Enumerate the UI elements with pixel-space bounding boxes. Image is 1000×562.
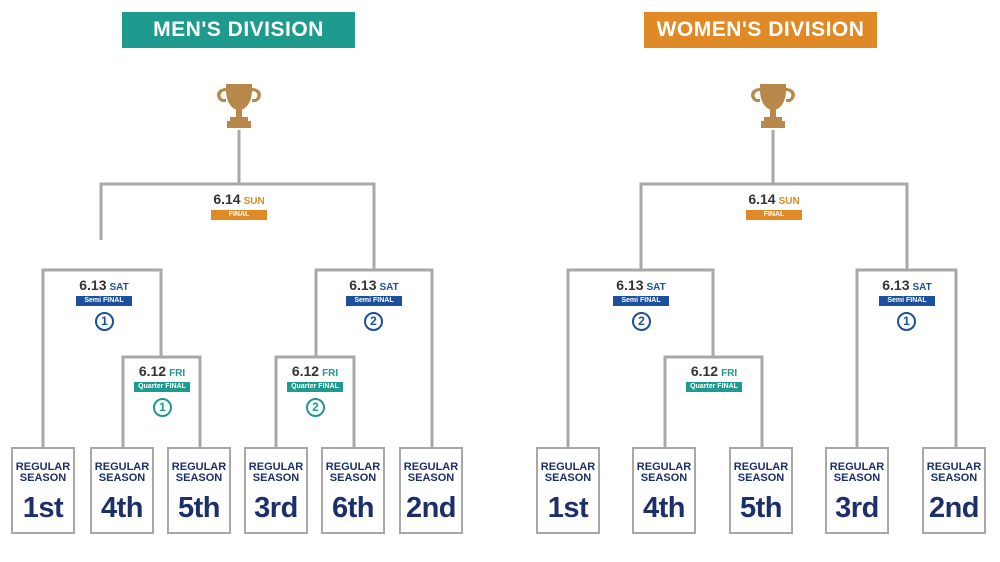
- men-semi-1-connector: [41, 268, 163, 447]
- men-quarter-2-date: 6.12: [291, 363, 320, 379]
- men-quarter-1-number: 1: [153, 398, 172, 417]
- men-trophy-icon: [217, 84, 261, 128]
- women-final-connector: [639, 182, 909, 270]
- men-quarter-1-date: 6.12: [138, 363, 167, 379]
- seed-rank: 4th: [643, 492, 686, 524]
- men-final-day: SUN: [243, 196, 265, 207]
- men-semi-2-tag: Semi FINAL: [346, 296, 402, 306]
- men-semi-2-date: 6.13: [349, 277, 377, 293]
- men-final-connector: [99, 182, 376, 270]
- men-final-tag: FINAL: [211, 210, 267, 220]
- men-semi-1-number: 1: [95, 312, 114, 331]
- men-final-date: 6.14: [213, 191, 241, 207]
- men-quarter-2-connector: [274, 355, 356, 447]
- seed-rank: 6th: [332, 492, 375, 524]
- seed-rank: 3rd: [835, 492, 879, 524]
- women-final-tag: FINAL: [746, 210, 802, 220]
- men-semi-2-day: SAT: [379, 282, 399, 293]
- women-semi-1-tag: Semi FINAL: [879, 296, 935, 306]
- seed-rank: 5th: [740, 492, 783, 524]
- men-semi-2-number: 2: [364, 312, 383, 331]
- women-quarter-date: 6.12: [690, 363, 719, 379]
- men-quarter-2-day: FRI: [322, 368, 339, 379]
- men-quarter-1-day: FRI: [169, 368, 186, 379]
- seed-rank: 4th: [101, 492, 144, 524]
- women-final-day: SUN: [778, 196, 800, 207]
- men-quarter-1-tag: Quarter FINAL: [134, 382, 190, 392]
- men-quarter-2-tag: Quarter FINAL: [287, 382, 343, 392]
- seed-rank: 3rd: [254, 492, 298, 524]
- seed-rank: 1st: [22, 492, 64, 524]
- women-semi-2-date: 6.13: [616, 277, 644, 293]
- women-semi-2-day: SAT: [646, 282, 666, 293]
- women-quarter-connector: [663, 355, 764, 447]
- men-semi-2-connector: [314, 268, 434, 447]
- men-semi-1-day: SAT: [109, 282, 129, 293]
- women-semi-2-tag: Semi FINAL: [613, 296, 669, 306]
- men-semi-1-tag: Semi FINAL: [76, 296, 132, 306]
- men-quarter-2-number: 2: [306, 398, 325, 417]
- seed-rank: 2nd: [405, 492, 457, 524]
- womens-division-header: WOMEN'S DIVISION: [644, 12, 877, 48]
- women-semi-1-day: SAT: [912, 282, 932, 293]
- seed-rank: 2nd: [928, 492, 980, 524]
- women-semi-1-date: 6.13: [882, 277, 910, 293]
- women-final-date: 6.14: [748, 191, 776, 207]
- women-quarter-tag: Quarter FINAL: [686, 382, 742, 392]
- mens-division-header: MEN'S DIVISION: [122, 12, 355, 48]
- men-quarter-1-connector: [121, 355, 202, 447]
- women-semi-2-number: 2: [632, 312, 651, 331]
- women-quarter-day: FRI: [721, 368, 738, 379]
- women-semi-1-number: 1: [897, 312, 916, 331]
- seed-rank: 5th: [178, 492, 221, 524]
- seed-rank: 1st: [547, 492, 589, 524]
- men-semi-1-date: 6.13: [79, 277, 107, 293]
- women-trophy-icon: [751, 84, 795, 128]
- women-semi-2-connector: [566, 268, 715, 447]
- women-semi-1-connector: [855, 268, 958, 447]
